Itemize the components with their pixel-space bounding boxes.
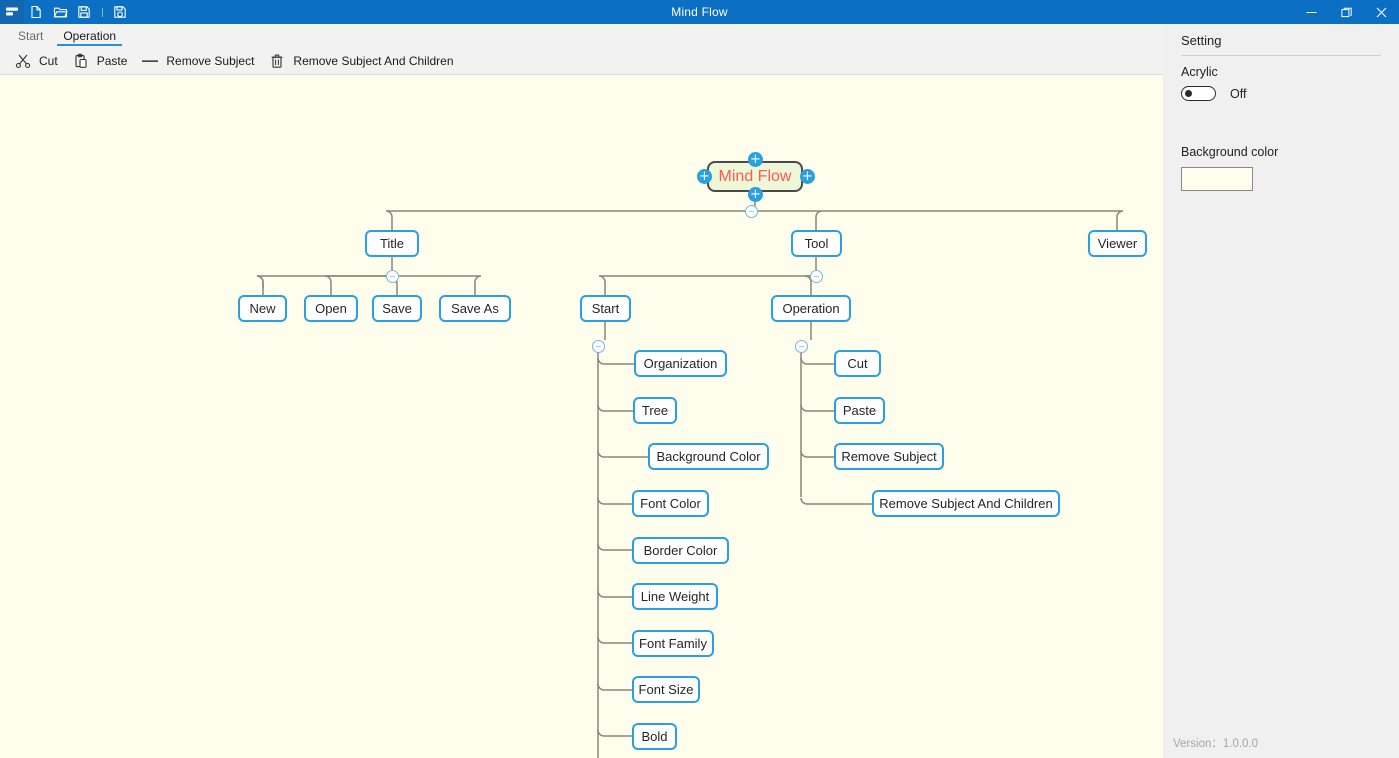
node-label: Line Weight: [640, 589, 710, 604]
node-label: Start: [591, 301, 620, 316]
node-label: Save: [382, 301, 412, 316]
node-label: Bold: [641, 729, 668, 744]
add-child-left-icon[interactable]: +: [697, 169, 712, 184]
tab-operation[interactable]: Operation: [53, 29, 126, 46]
mindmap-canvas[interactable]: Mind Flow + + + + Title Tool Viewer New …: [0, 75, 1163, 758]
add-child-right-icon[interactable]: +: [800, 169, 815, 184]
remove-subject-label: Remove Subject: [166, 54, 255, 68]
mindmap-node-tool[interactable]: Tool: [791, 230, 842, 257]
setting-panel-title: Setting: [1181, 33, 1222, 48]
acrylic-toggle-knob: [1185, 89, 1192, 97]
ribbon: Start Operation Cut Paste Remove Subject: [0, 24, 1163, 75]
add-child-top-icon[interactable]: +: [748, 152, 763, 167]
acrylic-state-label: Off: [1230, 86, 1247, 101]
app-menu-icon[interactable]: [0, 0, 24, 24]
mindmap-node-remove-subject[interactable]: Remove Subject: [834, 443, 944, 470]
close-icon[interactable]: [1364, 0, 1399, 24]
window-controls: [1294, 0, 1399, 24]
mindmap-node-open[interactable]: Open: [304, 295, 358, 322]
node-label: Remove Subject And Children: [879, 496, 1053, 511]
toolbar-separator: [96, 0, 108, 24]
cut-label: Cut: [39, 54, 58, 68]
scissors-icon: [14, 52, 32, 70]
mindmap-node-save-as[interactable]: Save As: [439, 295, 511, 322]
paste-button[interactable]: Paste: [68, 49, 138, 73]
collapse-toggle-start[interactable]: [592, 340, 605, 353]
remove-subject-and-children-button[interactable]: Remove Subject And Children: [264, 49, 463, 73]
save-icon[interactable]: [72, 0, 96, 24]
mindmap-node-paste[interactable]: Paste: [834, 397, 885, 424]
mindmap-node-font-family[interactable]: Font Family: [632, 630, 714, 657]
version-label: Version：1.0.0.0: [1173, 738, 1259, 750]
background-color-swatch[interactable]: [1181, 167, 1253, 191]
mindmap-node-remove-subject-and-children[interactable]: Remove Subject And Children: [872, 490, 1060, 517]
node-label: Save As: [451, 301, 499, 316]
node-label: Title: [379, 236, 405, 251]
dash-icon: [141, 52, 159, 70]
node-label: Border Color: [643, 543, 718, 558]
minimize-icon[interactable]: [1294, 0, 1329, 24]
add-child-bottom-icon[interactable]: +: [748, 187, 763, 202]
remove-subject-and-children-label: Remove Subject And Children: [293, 54, 454, 68]
mindmap-node-operation[interactable]: Operation: [771, 295, 851, 322]
ribbon-tab-strip: Start Operation: [0, 24, 126, 46]
collapse-toggle-operation[interactable]: [795, 340, 808, 353]
title-bar-quick-access: [0, 0, 132, 24]
mindmap-node-organization[interactable]: Organization: [634, 350, 727, 377]
maximize-icon[interactable]: [1329, 0, 1364, 24]
ribbon-command-bar: Cut Paste Remove Subject Remove Subject …: [0, 48, 464, 74]
mindmap-node-line-weight[interactable]: Line Weight: [632, 583, 718, 610]
mindmap-node-title[interactable]: Title: [365, 230, 419, 257]
collapse-toggle-tool[interactable]: [810, 270, 823, 283]
node-label: Organization: [643, 356, 718, 371]
remove-subject-button[interactable]: Remove Subject: [137, 49, 264, 73]
acrylic-toggle[interactable]: [1181, 86, 1216, 101]
collapse-toggle-title[interactable]: [386, 270, 399, 283]
node-label: Cut: [847, 356, 868, 371]
root-node-label: Mind Flow: [718, 167, 792, 185]
node-label: Tool: [804, 236, 829, 251]
mindmap-node-save[interactable]: Save: [372, 295, 422, 322]
tab-start[interactable]: Start: [18, 29, 44, 43]
mindmap-node-cut[interactable]: Cut: [834, 350, 881, 377]
node-label: New: [249, 301, 276, 316]
mindmap-node-new[interactable]: New: [238, 295, 287, 322]
node-label: Tree: [641, 403, 669, 418]
collapse-toggle-root[interactable]: [745, 205, 758, 218]
clipboard-icon: [72, 52, 90, 70]
node-label: Remove Subject: [841, 449, 937, 464]
background-color-label: Background color: [1181, 145, 1279, 159]
mindmap-node-start[interactable]: Start: [580, 295, 631, 322]
node-label: Operation: [782, 301, 840, 316]
cut-button[interactable]: Cut: [10, 49, 68, 73]
open-folder-icon[interactable]: [48, 0, 72, 24]
window-title: Mind Flow: [671, 5, 728, 19]
mindmap-connectors: [256, 192, 1124, 758]
setting-divider: [1181, 55, 1381, 56]
node-label: Font Color: [640, 496, 701, 511]
node-label: Font Family: [639, 636, 707, 651]
setting-panel: Setting Acrylic Off Background color Ver…: [1163, 24, 1399, 758]
mindmap-node-bold[interactable]: Bold: [632, 723, 677, 750]
title-bar: Mind Flow: [0, 0, 1399, 24]
paste-label: Paste: [96, 54, 128, 68]
acrylic-label: Acrylic: [1181, 65, 1218, 79]
trash-icon: [268, 52, 286, 70]
mindmap-node-border-color[interactable]: Border Color: [632, 537, 729, 564]
save-as-icon[interactable]: [108, 0, 132, 24]
mindmap-node-font-color[interactable]: Font Color: [632, 490, 709, 517]
mindmap-node-background-color[interactable]: Background Color: [648, 443, 769, 470]
new-file-icon[interactable]: [24, 0, 48, 24]
node-label: Background Color: [656, 449, 761, 464]
mindmap-node-font-size[interactable]: Font Size: [632, 676, 700, 703]
node-label: Paste: [842, 403, 877, 418]
acrylic-setting-row: Off: [1181, 86, 1246, 101]
node-label: Font Size: [638, 682, 694, 697]
mindmap-node-tree[interactable]: Tree: [633, 397, 677, 424]
mindmap-node-viewer[interactable]: Viewer: [1088, 230, 1147, 257]
node-label: Viewer: [1097, 236, 1138, 251]
node-label: Open: [315, 301, 347, 316]
